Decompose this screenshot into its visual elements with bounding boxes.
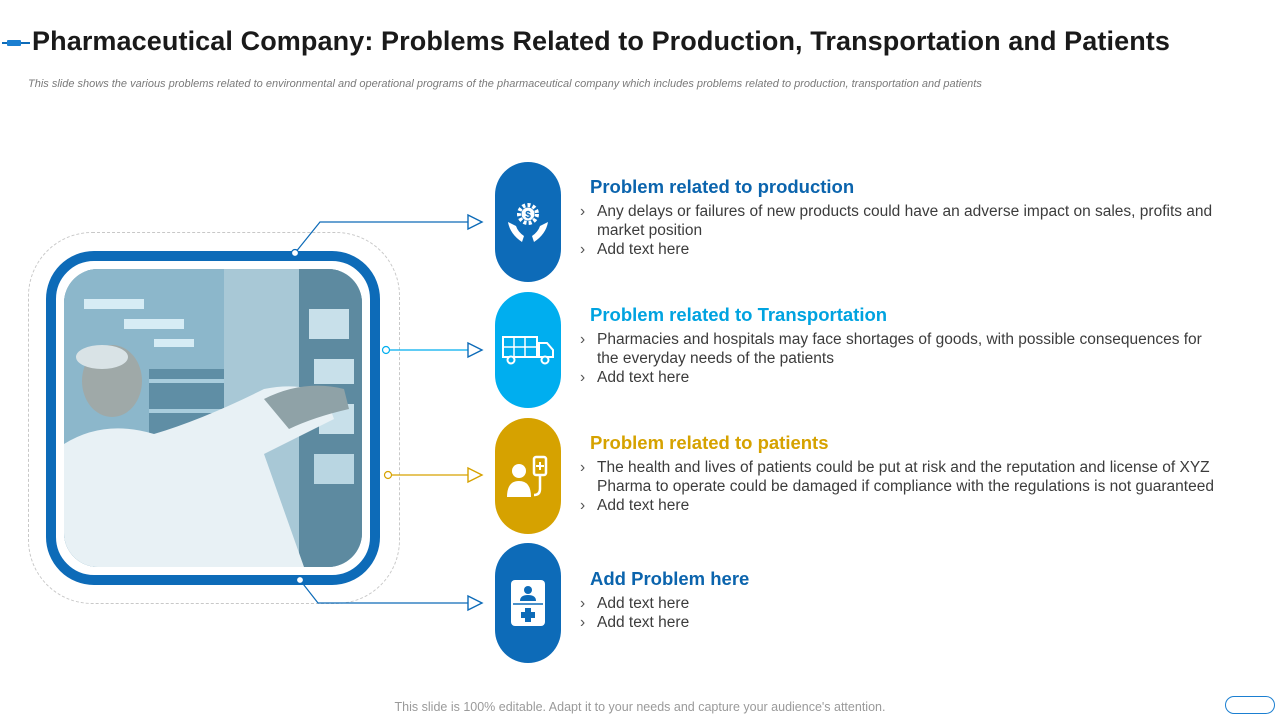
footer-note: This slide is 100% editable. Adapt it to… — [394, 700, 886, 714]
syringe-logo-icon — [2, 40, 30, 46]
photo-dashed-ring — [28, 232, 400, 604]
problem-transportation: Problem related to Transportation Pharma… — [578, 304, 1218, 387]
production-pill: $ — [495, 162, 561, 282]
problem-bullet: Any delays or failures of new products c… — [578, 202, 1218, 240]
add-problem-pill — [495, 543, 561, 663]
problem-bullet: Add text here — [578, 240, 1218, 259]
delivery-truck-icon — [502, 336, 554, 365]
page-title: Pharmaceutical Company: Problems Related… — [32, 26, 1171, 56]
problem-bullet: Add text here — [578, 594, 1218, 613]
problem-production: Problem related to production Any delays… — [578, 176, 1218, 259]
problem-bullet: Pharmacies and hospitals may face shorta… — [578, 330, 1218, 368]
hands-gear-dollar-icon: $ — [508, 203, 548, 242]
problem-bullet: The health and lives of patients could b… — [578, 458, 1218, 496]
problem-bullet: Add text here — [578, 613, 1218, 632]
medical-id-card-icon — [511, 580, 545, 626]
slide-nav-button[interactable] — [1225, 696, 1275, 714]
page-subtitle: This slide shows the various problems re… — [28, 78, 982, 90]
problem-bullet: Add text here — [578, 368, 1218, 387]
transportation-pill — [495, 292, 561, 408]
pharmacist-illustration — [64, 269, 362, 567]
problem-patients: Problem related to patients The health a… — [578, 432, 1218, 515]
patients-pill — [495, 418, 561, 534]
problem-heading: Problem related to production — [590, 176, 855, 197]
problem-add: Add Problem here Add text here Add text … — [578, 568, 1218, 632]
problem-heading: Problem related to Transportation — [590, 304, 888, 325]
problem-heading: Add Problem here — [590, 568, 750, 589]
pharmacist-photo — [64, 269, 362, 567]
problem-heading: Problem related to patients — [590, 432, 829, 453]
problem-bullet: Add text here — [578, 496, 1218, 515]
patient-iv-drip-icon — [507, 455, 548, 497]
svg-text:$: $ — [525, 210, 531, 221]
